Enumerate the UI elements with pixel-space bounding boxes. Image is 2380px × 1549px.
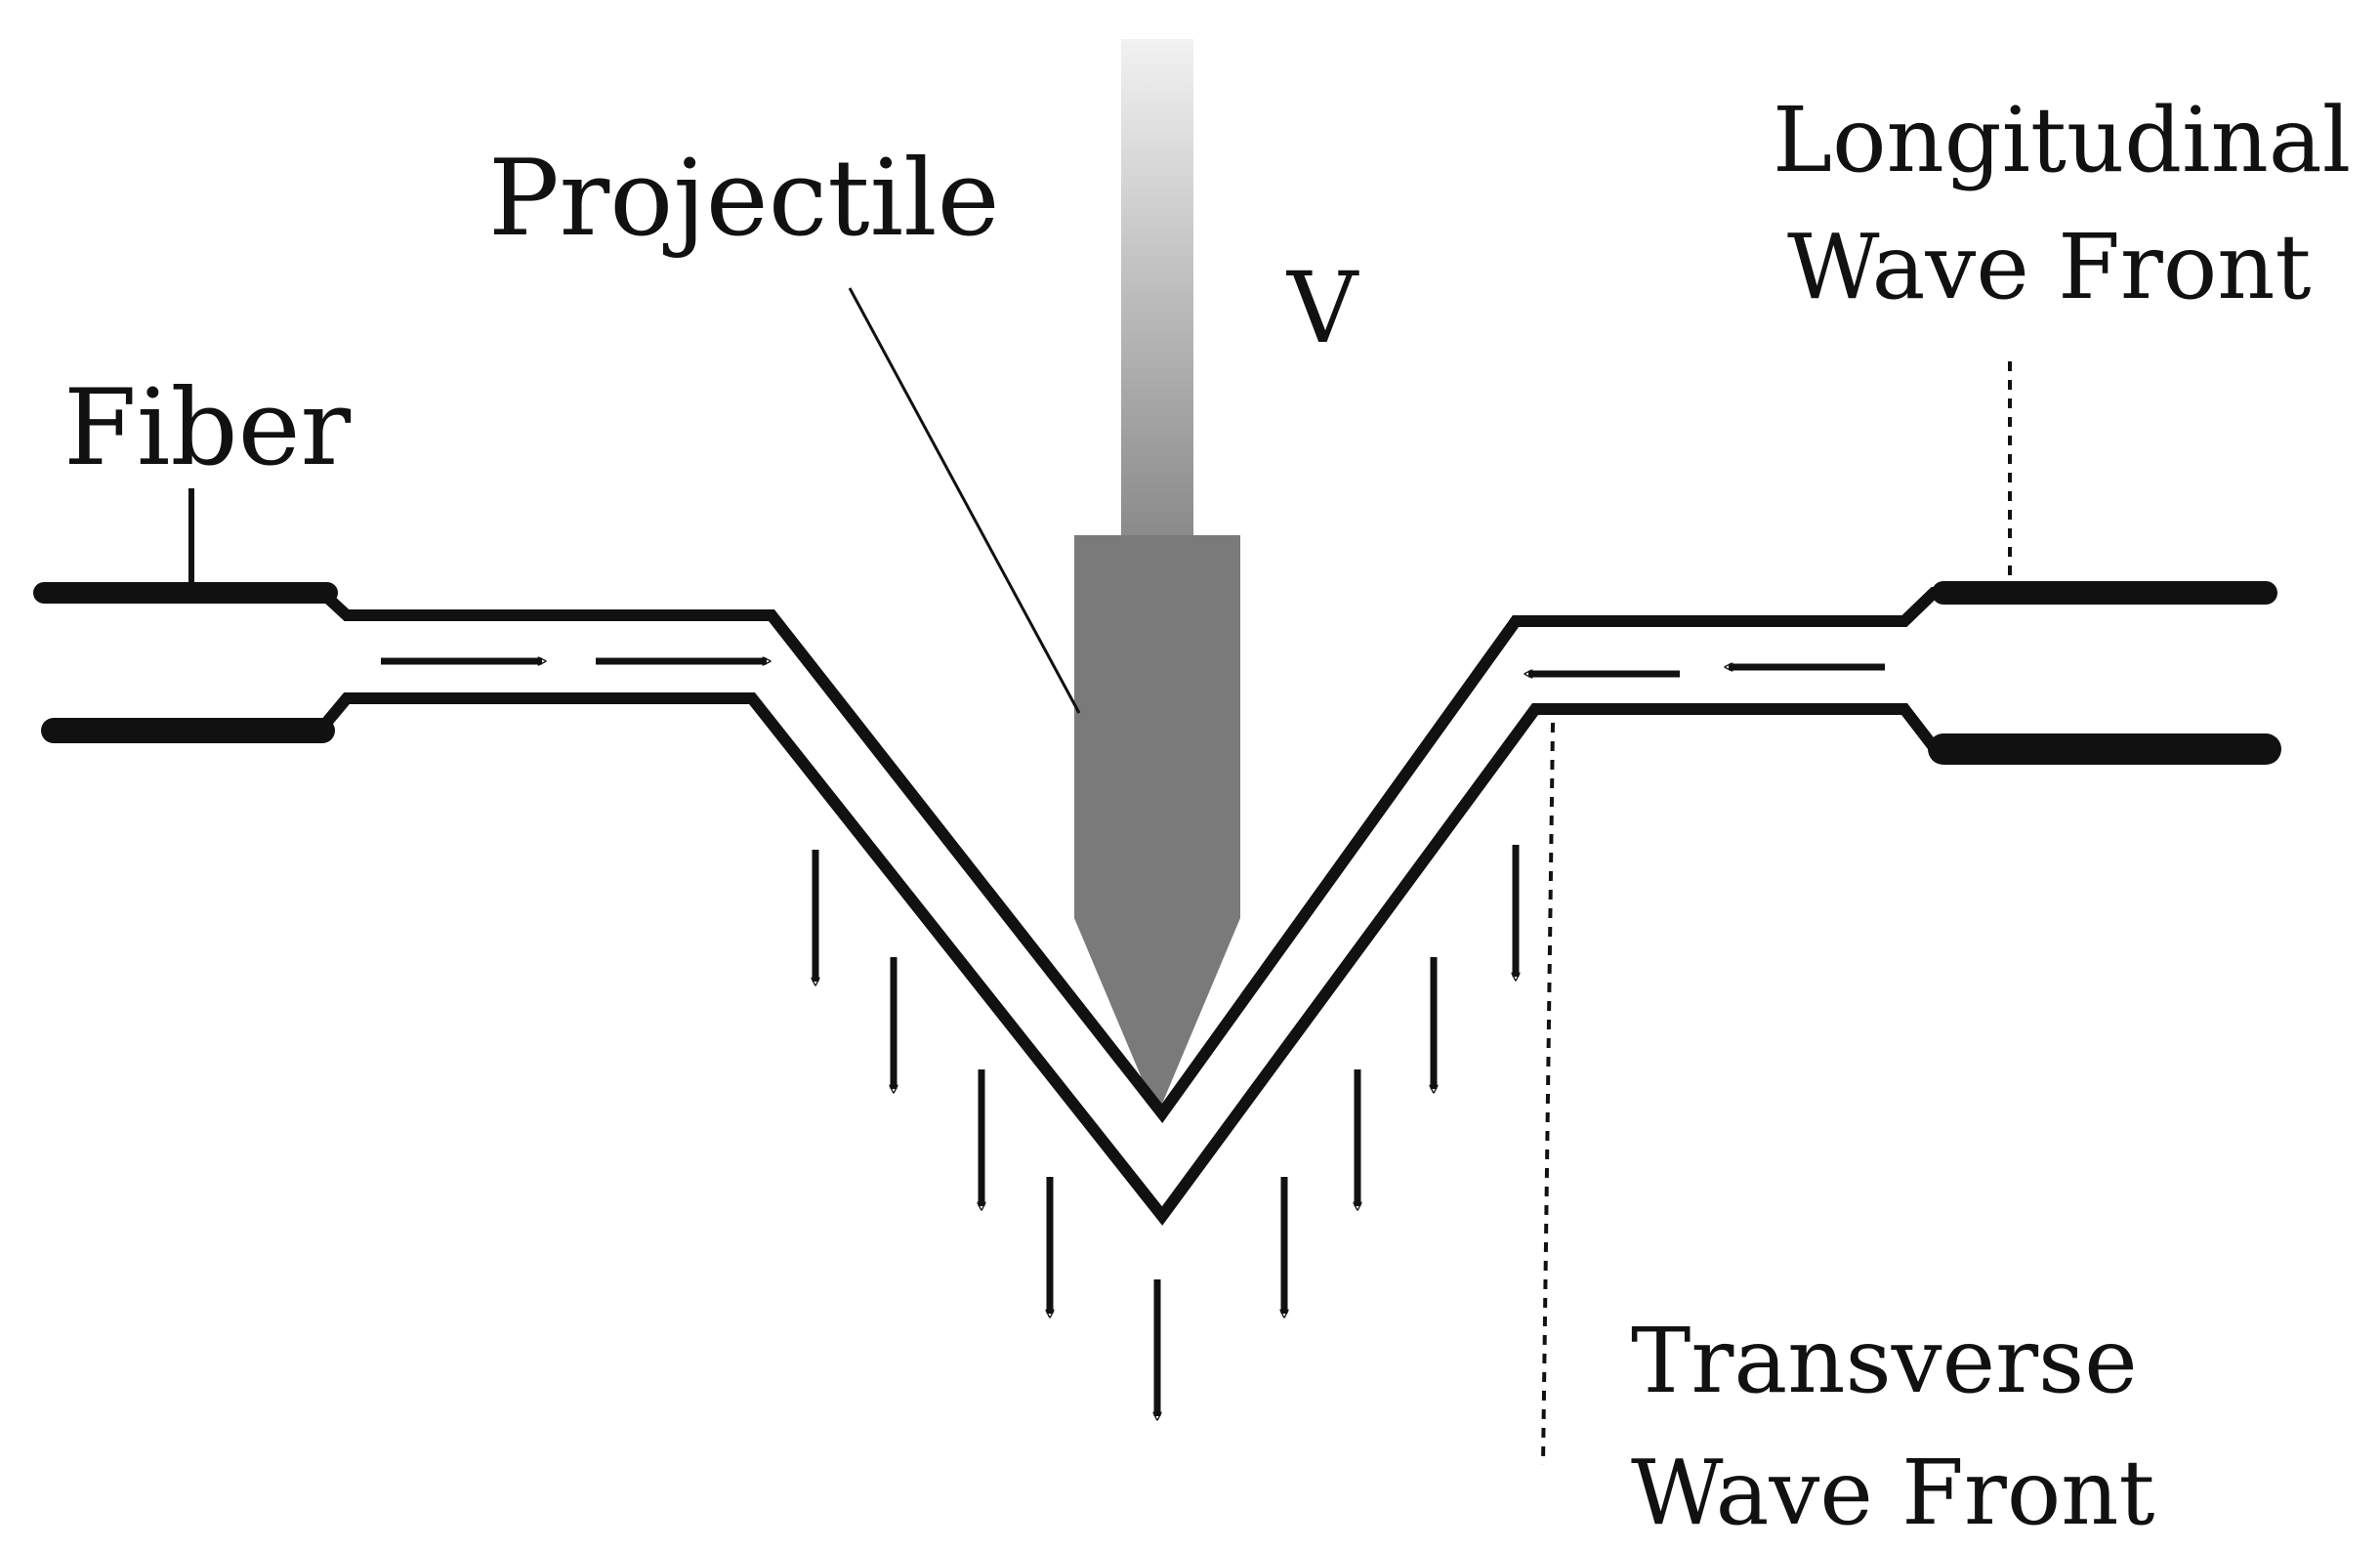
projectile-body: [1074, 535, 1240, 1104]
projectile-label: Projectile: [488, 138, 1000, 260]
projectile-rod: [1121, 39, 1193, 537]
transverse-label-line2: Wave Front: [1631, 1441, 2155, 1545]
longitudinal-label-line1: Longitudinal: [1773, 88, 2351, 192]
velocity-label: V: [1286, 251, 1359, 365]
projectile-leader-line: [848, 287, 1081, 714]
longitudinal-label-line2: Wave Front: [1787, 215, 2312, 319]
transverse-arrows: [815, 845, 1516, 1416]
fiber-lower-wall: [54, 692, 2266, 1226]
transverse-label-line1: Transverse: [1631, 1309, 2138, 1413]
fiber-label: Fiber: [63, 367, 352, 489]
transverse-wave-front-marker: [1541, 722, 1555, 1466]
